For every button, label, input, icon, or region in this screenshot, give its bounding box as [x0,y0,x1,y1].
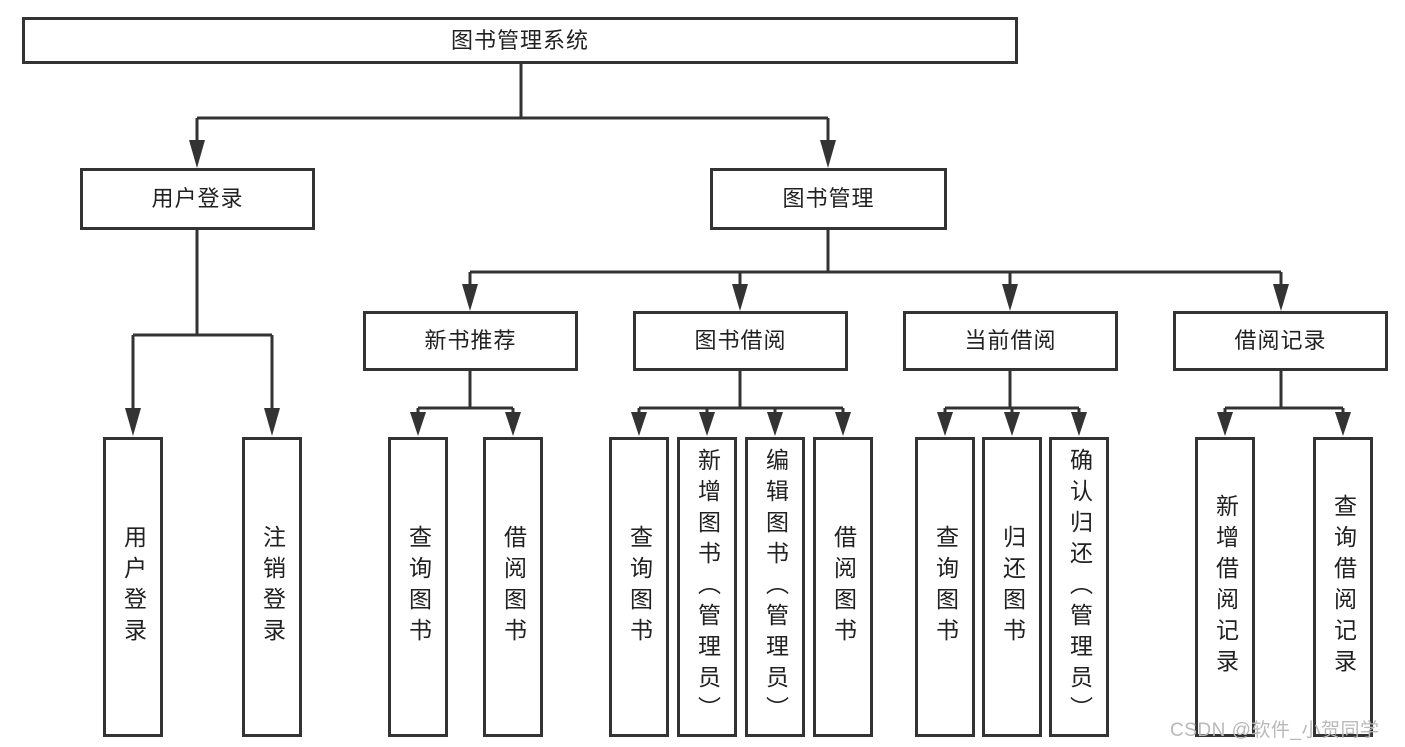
arrow-down-icon [410,412,426,436]
arrow-down-icon [1273,284,1289,311]
arrow-down-icon [125,408,141,436]
leaf-label: 查询图书 [405,525,432,649]
arrow-down-icon [1217,412,1233,436]
arrow-down-icon [631,412,647,436]
leaf-label: 查询图书 [626,525,653,649]
node-borrow-record: 借阅记录 [1173,311,1388,371]
leaf-bb-edit-book-admin: 编辑图书（管理员） [745,437,805,737]
branch-current-borrow [937,371,1087,436]
leaf-label: 查询图书 [932,525,959,649]
leaf-label: 用户登录 [120,525,147,649]
arrow-down-icon [835,412,851,436]
arrow-down-icon [1002,284,1018,311]
leaf-label: 确认归还（管理员） [1066,447,1093,727]
leaf-bb-query-book: 查询图书 [609,437,669,737]
arrow-down-icon [937,412,953,436]
leaf-cb-return-book: 归还图书 [982,437,1042,737]
branch-user-login [125,230,280,436]
branch-borrow-record [1217,371,1351,436]
arrow-down-icon [699,412,715,436]
leaf-nb-query-book: 查询图书 [388,437,448,737]
leaf-label: 借阅图书 [830,525,857,649]
leaf-label: 注销登录 [259,525,286,649]
leaf-cb-query-book: 查询图书 [915,437,975,737]
node-user-login: 用户登录 [80,168,315,230]
arrow-down-icon [732,284,748,311]
arrow-down-icon [1004,412,1020,436]
leaf-label: 新增借阅记录 [1212,494,1239,680]
branch-new-book-recommend [410,371,521,436]
leaf-label: 查询借阅记录 [1330,494,1357,680]
leaf-br-query-record: 查询借阅记录 [1313,437,1373,737]
node-root-label: 图书管理系统 [450,27,589,53]
node-borrow-record-label: 借阅记录 [1234,328,1327,353]
leaf-label: 编辑图书（管理员） [762,447,789,727]
branch-book-borrow [631,371,851,436]
node-root: 图书管理系统 [22,17,1018,64]
arrow-down-icon [767,412,783,436]
leaf-bb-add-book-admin: 新增图书（管理员） [677,437,737,737]
arrow-down-icon [264,408,280,436]
leaf-logout: 注销登录 [242,437,302,737]
leaf-bb-borrow-book: 借阅图书 [813,437,873,737]
csdn-watermark: CSDN @软件_小贺同学 [1170,720,1380,741]
leaf-label: 归还图书 [999,525,1026,649]
node-current-borrow-label: 当前借阅 [964,328,1057,353]
node-book-borrow-label: 图书借阅 [694,328,787,353]
arrow-down-icon [1335,412,1351,436]
leaf-br-add-record: 新增借阅记录 [1195,437,1255,737]
node-current-borrow: 当前借阅 [903,311,1118,371]
node-new-book-recommend: 新书推荐 [363,311,578,371]
arrow-down-icon [505,412,521,436]
arrow-down-icon [820,140,836,168]
leaf-label: 新增图书（管理员） [694,447,721,727]
node-book-mgmt: 图书管理 [710,168,947,230]
branch-root [189,64,836,168]
arrow-down-icon [462,284,478,311]
arrow-down-icon [189,140,205,168]
leaf-nb-borrow-book: 借阅图书 [483,437,543,737]
node-book-borrow: 图书借阅 [633,311,848,371]
node-new-book-recommend-label: 新书推荐 [424,328,517,353]
leaf-label: 借阅图书 [500,525,527,649]
branch-book-mgmt [462,230,1289,311]
arrow-down-icon [1071,412,1087,436]
leaf-user-login: 用户登录 [103,437,163,737]
node-book-mgmt-label: 图书管理 [782,186,875,211]
leaf-cb-confirm-return-admin: 确认归还（管理员） [1049,437,1109,737]
node-user-login-label: 用户登录 [151,186,244,211]
